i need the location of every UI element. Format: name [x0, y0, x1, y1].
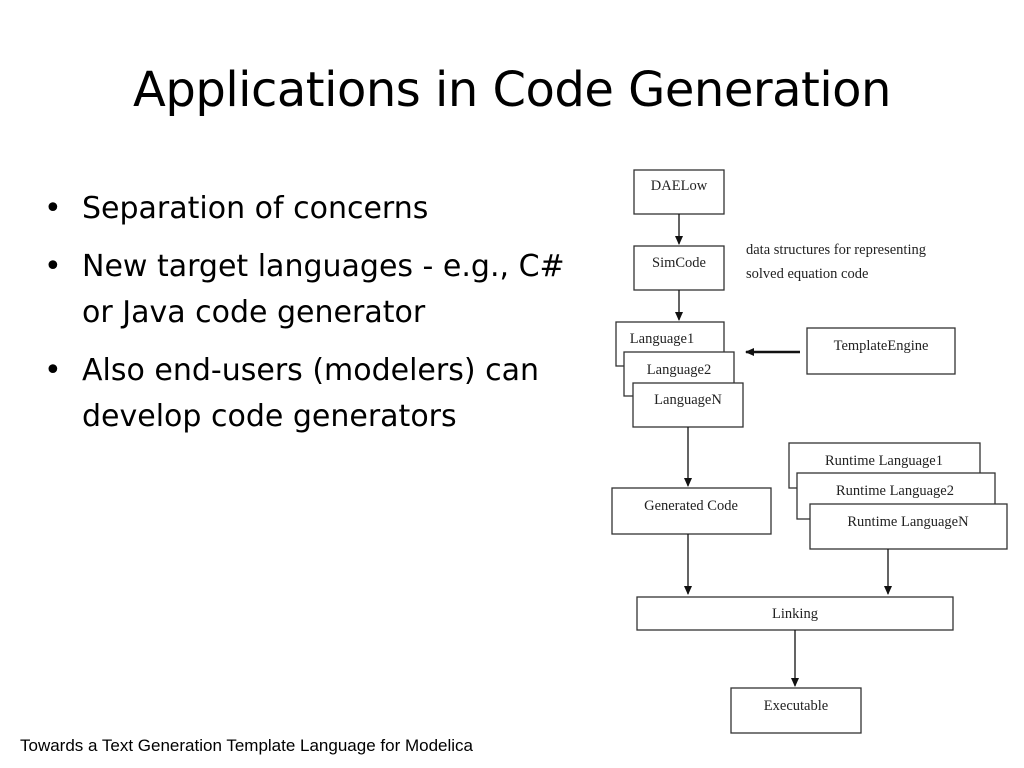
bullet-marker: •: [44, 191, 62, 226]
linking-node: Linking: [636, 596, 954, 631]
slide-title: Applications in Code Generation: [133, 62, 891, 118]
language2-node: Language2: [623, 351, 735, 397]
bullet-text: New target languages - e.g., C# or Java …: [82, 249, 565, 330]
template-engine-label: TemplateEngine: [834, 338, 929, 354]
runtimeN-node: Runtime LanguageN: [809, 503, 1008, 550]
linking-label: Linking: [772, 606, 818, 622]
daelow-node: DAELow: [633, 169, 725, 215]
note-line-2: solved equation code: [746, 266, 868, 282]
bullet-marker: •: [44, 249, 62, 284]
runtime2-label: Runtime Language2: [836, 483, 954, 499]
languageN-label: LanguageN: [654, 392, 722, 408]
bullet-item: • New target languages - e.g., C# or Jav…: [42, 244, 582, 336]
executable-label: Executable: [764, 698, 828, 714]
executable-node: Executable: [730, 687, 862, 734]
bullet-text: Also end-users (modelers) can develop co…: [82, 353, 539, 434]
simcode-label: SimCode: [652, 255, 706, 271]
template-engine-node: TemplateEngine: [806, 327, 956, 375]
language1-label: Language1: [630, 331, 694, 347]
bullet-item: • Also end-users (modelers) can develop …: [42, 348, 582, 440]
runtimeN-label: Runtime LanguageN: [847, 514, 969, 530]
slide-footer: Towards a Text Generation Template Langu…: [20, 736, 473, 755]
runtime1-label: Runtime Language1: [825, 453, 943, 469]
simcode-node: SimCode: [633, 245, 725, 291]
bullet-list: • Separation of concerns • New target la…: [42, 186, 582, 452]
languageN-node: LanguageN: [632, 382, 744, 428]
note-line-1: data structures for representing: [746, 242, 926, 258]
generated-code-node: Generated Code: [611, 487, 772, 535]
bullet-marker: •: [44, 353, 62, 388]
bullet-text: Separation of concerns: [82, 191, 429, 226]
daelow-label: DAELow: [651, 178, 708, 194]
bullet-item: • Separation of concerns: [42, 186, 582, 232]
language2-label: Language2: [647, 362, 711, 378]
generated-code-label: Generated Code: [644, 498, 738, 514]
